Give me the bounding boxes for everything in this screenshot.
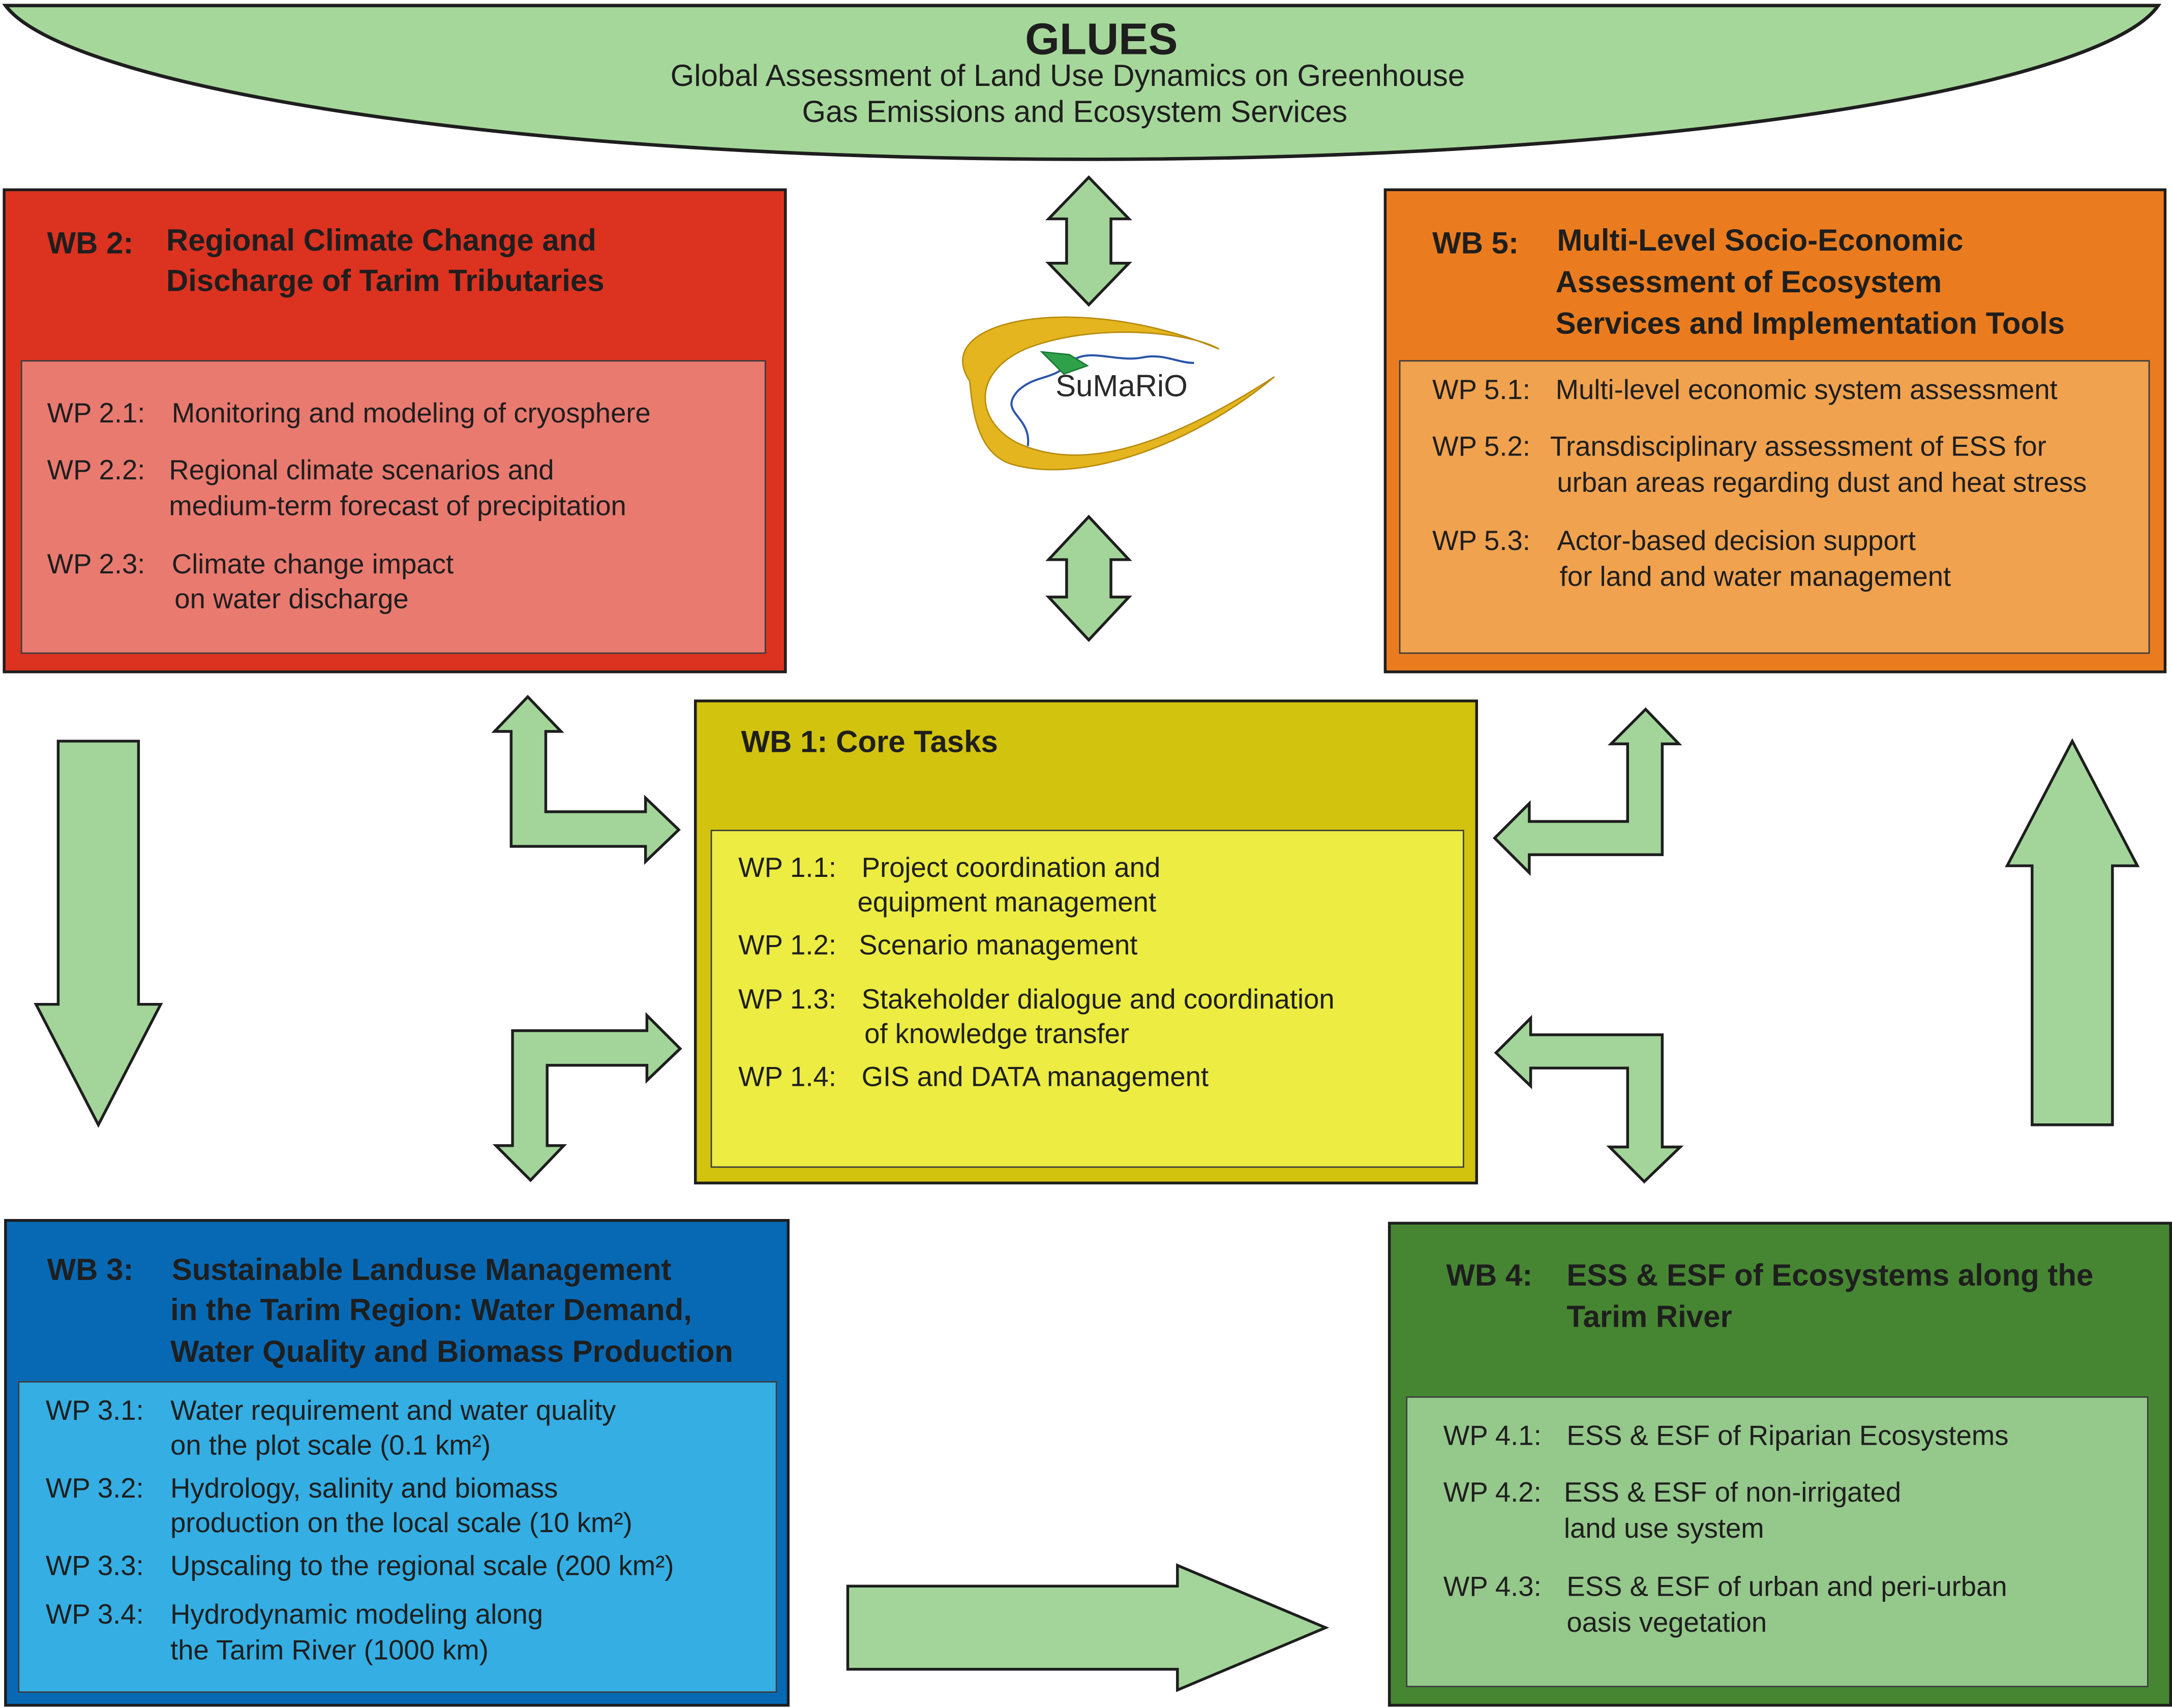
wb1-wp3-id: WP 1.3: [738, 985, 837, 1016]
wb3-title-line1: Sustainable Landuse Management [171, 1252, 672, 1287]
wb4-wp1-id: WP 4.1: [1443, 1421, 1542, 1452]
wb4-title-line2: Tarim River [1566, 1299, 1732, 1334]
wb2-wp3-text-line1: Climate change impact [171, 550, 454, 581]
wb5-wp2-id: WP 5.2: [1432, 432, 1530, 463]
double-arrow-middle [1045, 514, 1132, 642]
wb1-inner-box [710, 830, 1464, 1168]
wb3-wp2-id: WP 3.2: [45, 1474, 144, 1505]
wb2-title-line1: Regional Climate Change and [166, 223, 596, 258]
wb1-box [693, 699, 1479, 1184]
wb1-wp4-id: WP 1.4: [738, 1062, 837, 1093]
wb2-wp1-id: WP 2.1: [47, 399, 145, 430]
wb4-wp3-text-line2: oasis vegetation [1566, 1608, 1767, 1639]
wb2-box [3, 188, 787, 674]
wb4-wp2-id: WP 4.2: [1443, 1478, 1542, 1509]
wb3-inner-box [18, 1381, 777, 1693]
wb5-wp1-id: WP 5.1: [1432, 375, 1530, 406]
wb5-id: WB 5: [1432, 226, 1519, 261]
wb3-wp2-text-line1: Hydrology, salinity and biomass [170, 1474, 558, 1505]
wb2-wp3-text-line2: on water discharge [174, 584, 409, 615]
wb3-wp1-id: WP 3.1: [45, 1396, 144, 1427]
wb4-id: WB 4: [1446, 1258, 1533, 1293]
wb3-wp4-text-line1: Hydrodynamic modeling along [170, 1600, 544, 1631]
wb1-wp3-text-line1: Stakeholder dialogue and coordination [861, 985, 1335, 1016]
wb5-title-line1: Multi-Level Socio-Economic [1557, 223, 1964, 258]
wb5-wp3-text-line2: for land and water management [1559, 562, 1951, 593]
sumario-logo-graphic [962, 316, 1275, 471]
glues-subtitle-line2: Gas Emissions and Ecosystem Services [802, 94, 1348, 129]
double-arrow-top [1045, 175, 1132, 307]
glues-subtitle-line1: Global Assessment of Land Use Dynamics o… [670, 58, 1465, 93]
wb4-wp2-text-line2: land use system [1563, 1514, 1764, 1545]
wb3-title-line2: in the Tarim Region: Water Demand, [170, 1292, 692, 1327]
wb1-wp2-id: WP 1.2: [738, 931, 837, 962]
wb2-wp2-text-line1: Regional climate scenarios and [169, 455, 554, 486]
wb3-wp3-id: WP 3.3: [45, 1551, 144, 1582]
wb3-wp1-text-line2: on the plot scale (0.1 km²) [170, 1431, 491, 1461]
wb2-wp3-id: WP 2.3: [47, 550, 145, 581]
wb5-wp1-text: Multi-level economic system assessment [1555, 375, 2058, 406]
wb5-wp2-text-line2: urban areas regarding dust and heat stre… [1557, 468, 2087, 499]
wb5-wp3-id: WP 5.3: [1432, 526, 1530, 557]
wb5-box [1383, 188, 2167, 674]
wb1-title: WB 1: Core Tasks [741, 724, 998, 759]
wb5-wp2-text-line1: Transdisciplinary assessment of ESS for [1550, 432, 2046, 463]
glues-title: GLUES [1025, 14, 1178, 64]
wb3-wp4-text-line2: the Tarim River (1000 km) [170, 1636, 489, 1667]
wb3-wp4-id: WP 3.4: [45, 1600, 144, 1631]
wb5-inner-box [1399, 360, 2150, 654]
l-arrow-wb1-wb3 [492, 1012, 682, 1182]
wb4-wp3-text-line1: ESS & ESF of urban and peri-urban [1566, 1572, 2007, 1603]
wb2-wp2-text-line2: medium-term forecast of precipitation [169, 492, 626, 523]
wb1-wp1-id: WP 1.1: [738, 853, 837, 884]
glues-ellipse [2, 4, 2162, 161]
wb2-wp1-text: Monitoring and modeling of cryosphere [171, 399, 651, 430]
wb3-wp3-text: Upscaling to the regional scale (200 km²… [170, 1551, 674, 1582]
l-arrow-wb2-wb1 [491, 694, 681, 865]
wb2-id: WB 2: [47, 226, 134, 261]
wb4-title-line1: ESS & ESF of Ecosystems along the [1566, 1258, 2094, 1293]
wb1-wp1-text-line2: equipment management [857, 888, 1157, 919]
wb3-wp2-text-line2: production on the local scale (10 km²) [170, 1508, 632, 1539]
sumario-logo-text: SuMaRiO [1055, 368, 1188, 404]
wb4-box [1387, 1222, 2172, 1707]
wb3-id: WB 3: [47, 1252, 134, 1287]
wb2-wp2-id: WP 2.2: [47, 455, 145, 486]
arrow-right-bottom [846, 1563, 1330, 1692]
wb5-wp3-text-line1: Actor-based decision support [1557, 526, 1916, 557]
wb4-wp3-id: WP 4.3: [1443, 1572, 1542, 1603]
wb4-wp1-text: ESS & ESF of Riparian Ecosystems [1566, 1421, 2009, 1452]
logo-swoosh [962, 316, 1275, 471]
l-arrow-wb5-wb1 [1492, 707, 1682, 876]
wb3-title-line3: Water Quality and Biomass Production [170, 1334, 733, 1369]
l-arrow-wb1-wb4 [1494, 1015, 1684, 1184]
logo-leaf [1040, 351, 1089, 375]
wb5-title-line2: Assessment of Ecosystem [1555, 264, 1942, 299]
wb4-wp2-text-line1: ESS & ESF of non-irrigated [1563, 1478, 1902, 1509]
wb3-box [4, 1219, 790, 1707]
wb2-title-line2: Discharge of Tarim Tributaries [166, 263, 605, 298]
wb3-wp1-text-line1: Water requirement and water quality [170, 1396, 616, 1427]
arrow-down-left [34, 740, 163, 1128]
wb4-inner-box [1406, 1396, 2149, 1688]
wb1-wp4-text: GIS and DATA management [861, 1062, 1209, 1093]
wb1-wp3-text-line2: of knowledge transfer [864, 1019, 1130, 1050]
arrow-up-right [2005, 738, 2140, 1126]
wb1-wp2-text: Scenario management [859, 931, 1138, 962]
wb2-inner-box [20, 360, 766, 654]
wb5-title-line3: Services and Implementation Tools [1555, 306, 2065, 341]
wb1-wp1-text-line1: Project coordination and [861, 853, 1161, 884]
